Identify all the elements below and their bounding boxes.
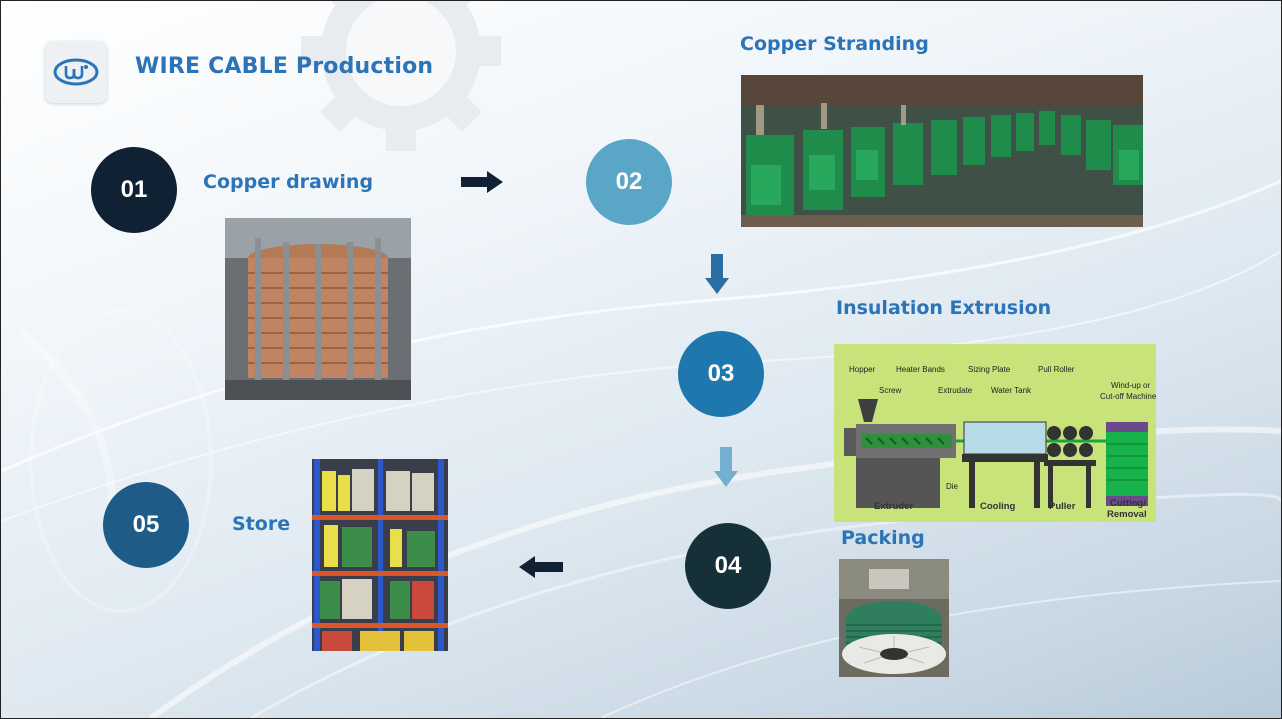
right-arrow-icon [461,171,503,193]
down-arrow-2-icon [714,447,738,487]
diagram-label-removal: Removal [1107,509,1147,520]
step-04-label: Packing [841,527,925,549]
step-05-circle: 05 [103,482,189,568]
step-05-label: Store [232,513,291,535]
step-03-label: Insulation Extrusion [836,297,1052,319]
step-02-circle: 02 [586,139,672,225]
warehouse-shelves-photo [312,459,448,651]
diagram-label-cooling: Cooling [980,501,1016,512]
diagram-label-hopper: Hopper [849,365,876,374]
wire-logo-icon [53,58,99,86]
step-02-label: Copper Stranding [740,33,929,55]
diagram-label-screw: Screw [879,386,901,395]
diagram-label-die: Die [946,482,959,491]
diagram-label-heater-bands: Heater Bands [896,365,945,374]
diagram-label-wind-up: Wind-up or [1111,381,1150,390]
down-arrow-icon [705,254,729,294]
extrusion-line-diagram: Hopper Heater Bands Sizing Plate Pull Ro… [834,344,1156,522]
step-01-label: Copper drawing [203,171,374,193]
cable-spool-photo [839,559,949,677]
page-title: WIRE CABLE Production [135,54,434,79]
logo-badge [45,41,107,103]
diagram-label-extrudate: Extrudate [938,386,973,395]
left-arrow-icon [519,556,563,578]
diagram-label-puller: Puller [1049,501,1076,512]
diagram-label-pull-roller: Pull Roller [1038,365,1075,374]
diagram-label-water-tank: Water Tank [991,386,1032,395]
step-01-circle: 01 [91,147,177,233]
diagram-label-sizing-plate: Sizing Plate [968,365,1011,374]
diagram-label-extruder: Extruder [874,501,913,512]
stranding-factory-photo [741,75,1143,227]
step-03-circle: 03 [678,331,764,417]
diagram-label-cut-off-machine: Cut-off Machine [1100,392,1156,401]
step-04-circle: 04 [685,523,771,609]
copper-coil-photo [225,218,411,400]
diagram-label-cutting: Cutting/ [1110,498,1146,509]
gear-decoration-icon [301,1,501,151]
